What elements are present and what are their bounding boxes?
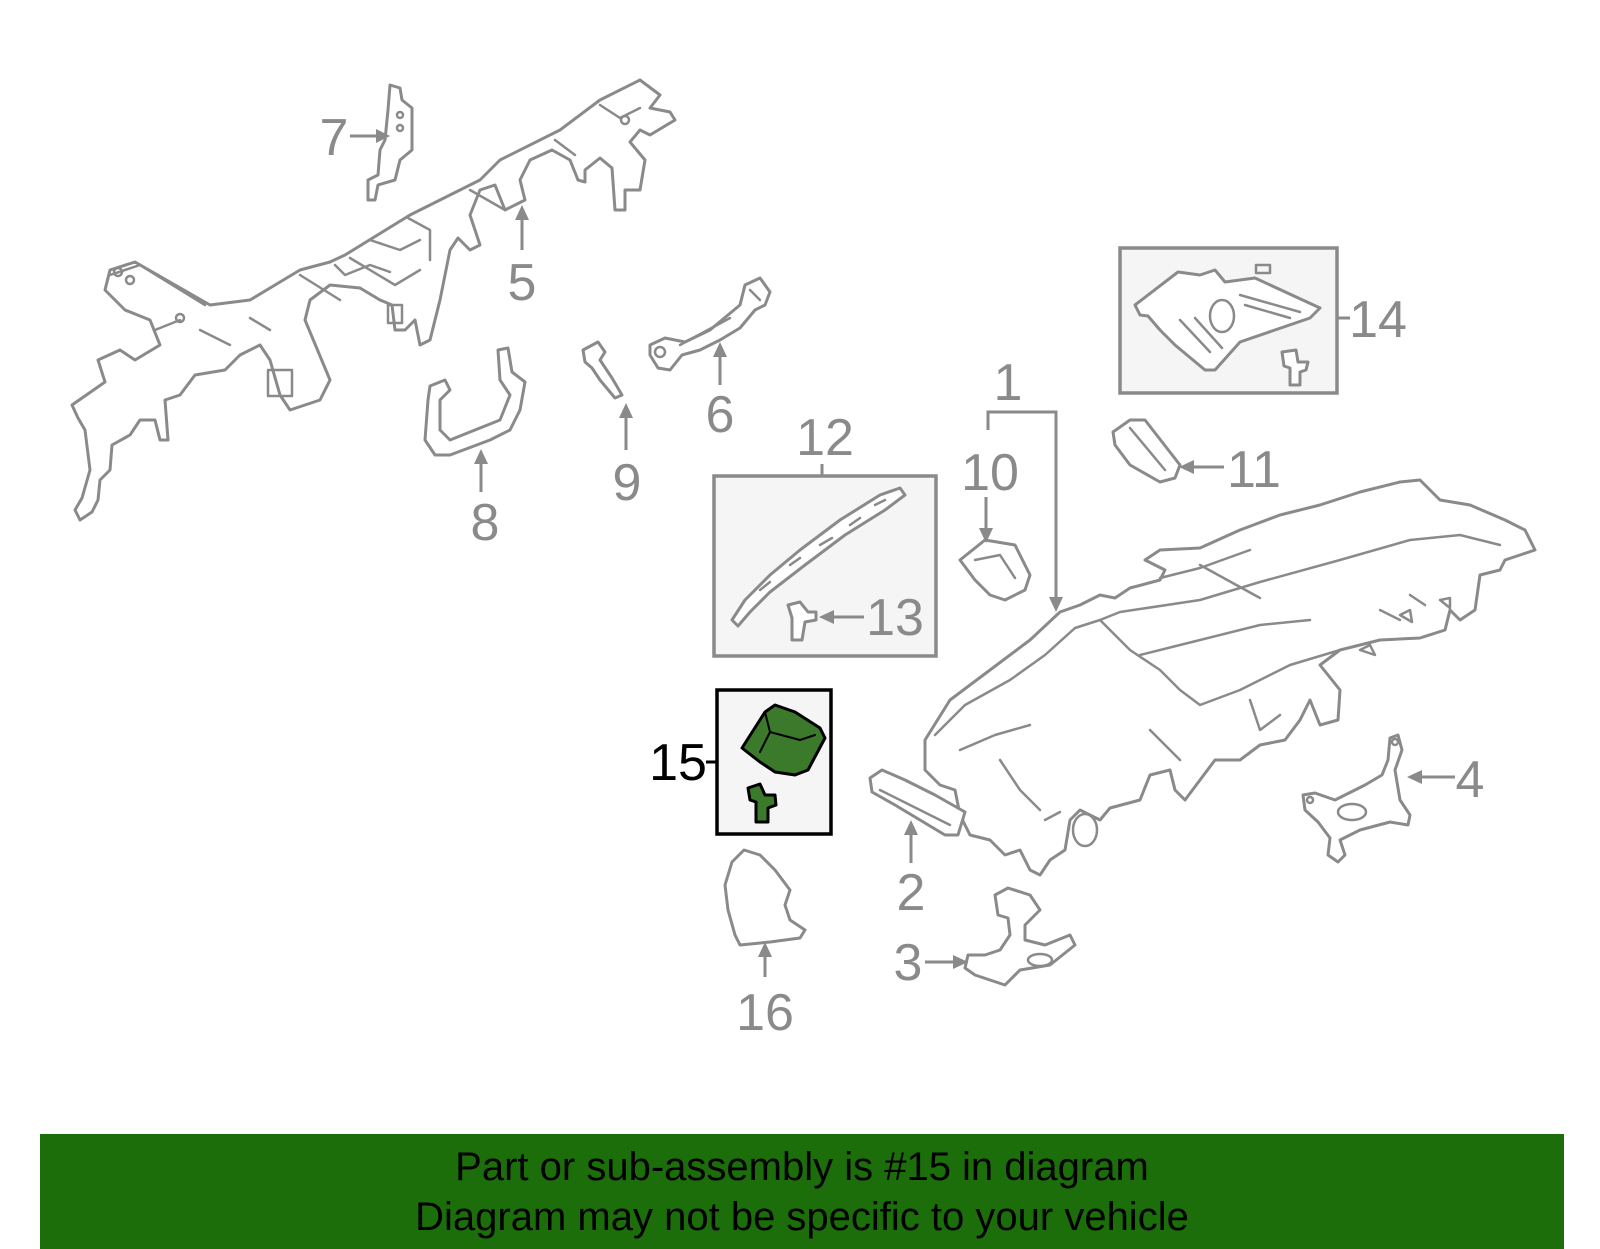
part-11-vent[interactable]: [1111, 418, 1182, 484]
part-12-group-box: [712, 474, 938, 658]
callout-14: 14: [1349, 291, 1407, 349]
part-5-cross-car-beam[interactable]: [70, 78, 677, 522]
part-15-cover-highlighted[interactable]: [740, 703, 827, 824]
part-10-vent-cover[interactable]: [958, 538, 1032, 602]
callout-10: 10: [961, 444, 1019, 502]
callout-6: 6: [706, 386, 735, 444]
callout-3: 3: [894, 934, 923, 992]
callout-7: 7: [320, 109, 349, 167]
part-3-bracket[interactable]: [963, 886, 1077, 987]
part-1-instrument-panel[interactable]: [923, 478, 1537, 877]
callout-11: 11: [1227, 441, 1281, 499]
callout-labels: 1 2 3 4 5 6 7 8 9 10 11 12 13 14 15 16: [320, 109, 1485, 1042]
callout-2: 2: [897, 864, 926, 922]
part-13-clip[interactable]: [786, 600, 818, 642]
part-2-trim[interactable]: [868, 768, 967, 837]
banner-line-part-number: Part or sub-assembly is #15 in diagram: [455, 1144, 1149, 1189]
callout-12: 12: [796, 409, 854, 467]
callout-13: 13: [866, 589, 924, 647]
callout-1: 1: [994, 354, 1023, 412]
callout-5: 5: [508, 254, 537, 312]
part-6-bracket[interactable]: [648, 276, 772, 372]
callout-4: 4: [1456, 751, 1485, 809]
banner-line-disclaimer: Diagram may not be specific to your vehi…: [415, 1194, 1189, 1239]
info-banner: Part or sub-assembly is #15 in diagram D…: [40, 1134, 1564, 1249]
part-4-bracket[interactable]: [1301, 733, 1412, 864]
callout-16: 16: [736, 984, 794, 1042]
part-8-support-bracket[interactable]: [423, 346, 527, 457]
callout-15: 15: [649, 734, 707, 792]
part-12-trim-strip[interactable]: [730, 486, 907, 628]
part-7-bracket[interactable]: [366, 83, 414, 202]
part-14-panel[interactable]: [1133, 263, 1322, 387]
leader-lines: [350, 129, 1455, 977]
part-16-side-cover[interactable]: [723, 848, 807, 947]
part-9-clip[interactable]: [581, 340, 624, 400]
callout-9: 9: [613, 454, 642, 512]
callout-8: 8: [471, 494, 500, 552]
